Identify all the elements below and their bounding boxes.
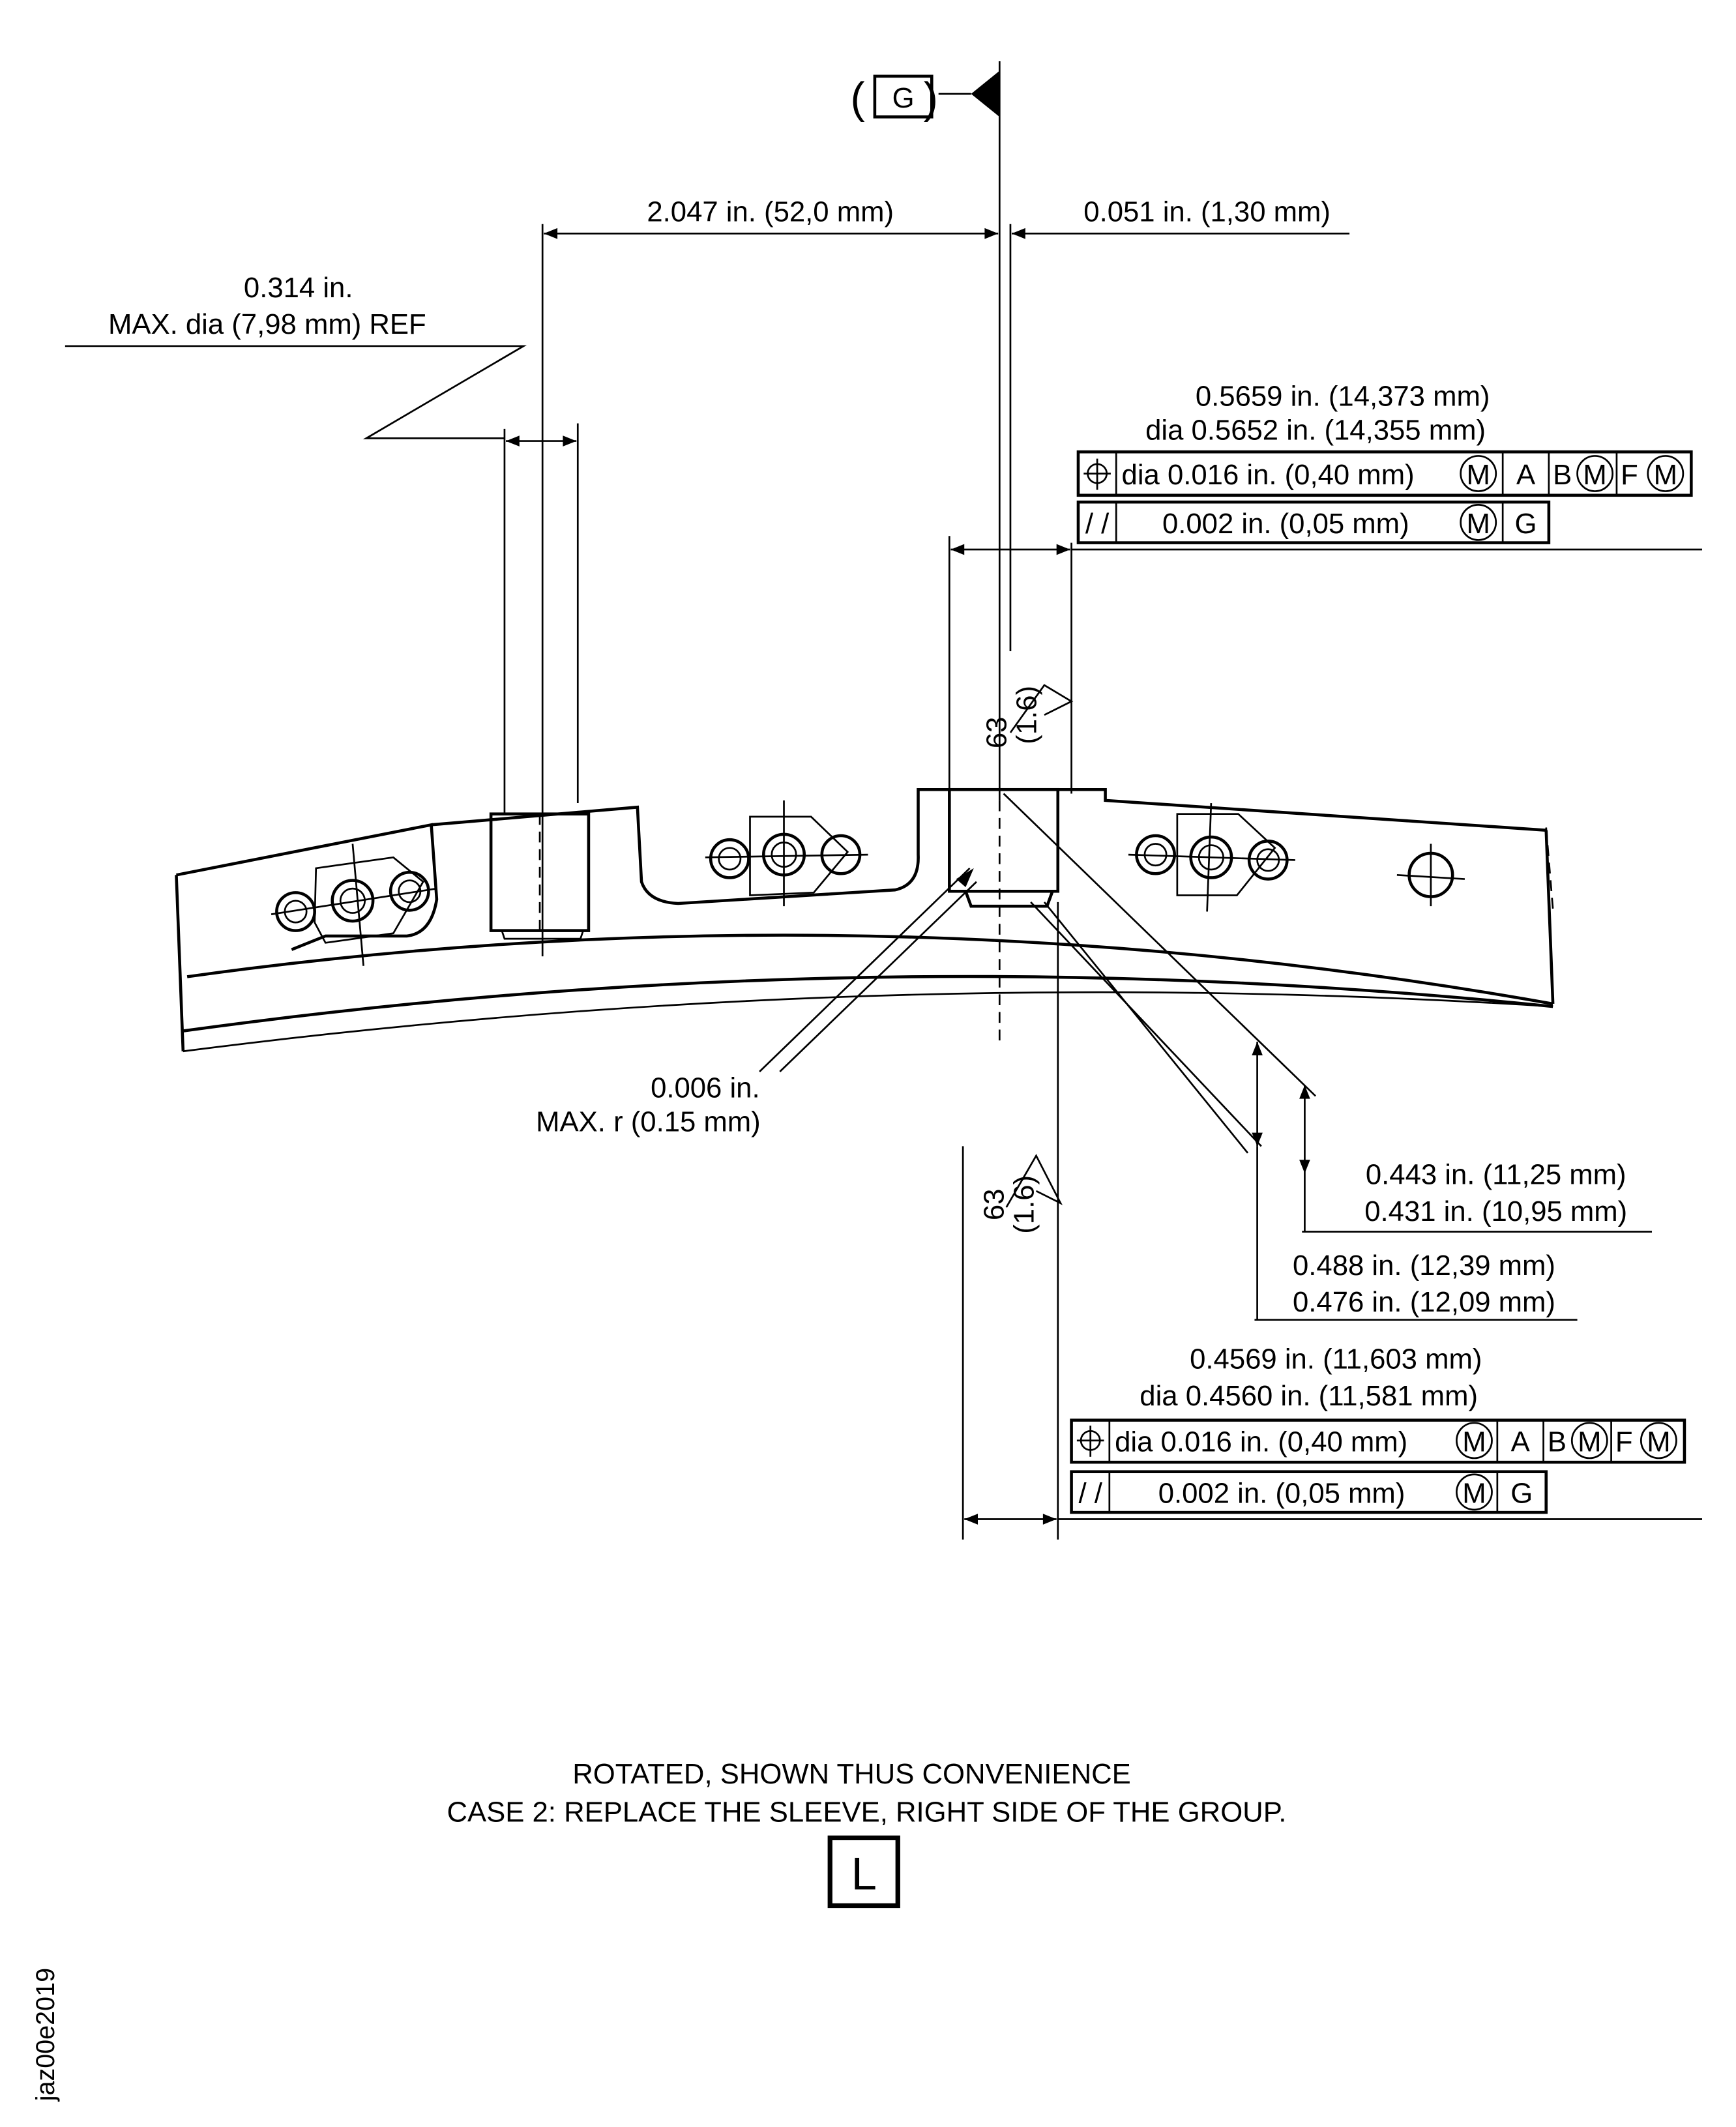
- svg-text:0.002 in. (0,05 mm): 0.002 in. (0,05 mm): [1158, 1478, 1405, 1510]
- svg-text:/ /: / /: [1085, 508, 1110, 540]
- depth-dimensions: 0.443 in. (11,25 mm) 0.431 in. (10,95 mm…: [1003, 793, 1653, 1321]
- upper-feature-control-frame: 0.5659 in. (14,373 mm) dia 0.5652 in. (1…: [948, 380, 1702, 868]
- svg-text:0.314 in.: 0.314 in.: [244, 272, 353, 304]
- svg-text:MAX. dia (7,98 mm) REF: MAX. dia (7,98 mm) REF: [108, 308, 426, 340]
- svg-text:L: L: [851, 1848, 877, 1900]
- svg-text:M: M: [1647, 1426, 1670, 1458]
- svg-text:CASE 2: REPLACE THE SLEEVE, R: CASE 2: REPLACE THE SLEEVE, RIGHT SIDE O…: [447, 1796, 1286, 1828]
- dimension-2047: 2.047 in. (52,0 mm): [541, 196, 999, 957]
- svg-text:0.5659 in. (14,373 mm): 0.5659 in. (14,373 mm): [1196, 380, 1490, 412]
- svg-text:B: B: [1553, 459, 1572, 491]
- svg-text:dia 0.016 in. (0,40 mm): dia 0.016 in. (0,40 mm): [1122, 459, 1415, 491]
- svg-text:dia 0.4560 in. (11,581 mm): dia 0.4560 in. (11,581 mm): [1140, 1380, 1478, 1412]
- svg-text:0.431 in. (10,95 mm): 0.431 in. (10,95 mm): [1364, 1196, 1627, 1227]
- svg-text:ROTATED, SHOWN THUS CONVENIENC: ROTATED, SHOWN THUS CONVENIENCE: [572, 1758, 1131, 1790]
- svg-text:(: (: [850, 74, 864, 123]
- svg-text:M: M: [1462, 1478, 1486, 1510]
- lower-feature-control-frame: 0.4569 in. (11,603 mm) dia 0.4560 in. (1…: [962, 902, 1702, 1540]
- svg-text:dia 0.016 in. (0,40 mm): dia 0.016 in. (0,40 mm): [1115, 1426, 1407, 1458]
- position-icon: [1076, 1425, 1104, 1457]
- svg-text:G: G: [892, 82, 915, 114]
- svg-text:M: M: [1467, 459, 1490, 491]
- datum-feature-g: ( G ): [850, 70, 1000, 123]
- svg-text:G: G: [1510, 1478, 1533, 1510]
- svg-text:MAX. r (0.15 mm): MAX. r (0.15 mm): [536, 1106, 761, 1138]
- svg-text:0.002 in. (0,05 mm): 0.002 in. (0,05 mm): [1162, 508, 1409, 540]
- surface-finish-lower: 63 (1.6): [978, 1154, 1063, 1234]
- svg-text:M: M: [1578, 1426, 1601, 1458]
- view-note: ROTATED, SHOWN THUS CONVENIENCE CASE 2: …: [447, 1758, 1286, 1909]
- svg-text:F: F: [1621, 459, 1638, 491]
- svg-text:dia 0.5652 in. (14,355 mm): dia 0.5652 in. (14,355 mm): [1145, 414, 1486, 446]
- svg-text:M: M: [1583, 459, 1606, 491]
- svg-text:M: M: [1654, 459, 1677, 491]
- svg-text:F: F: [1615, 1426, 1633, 1458]
- svg-text:): ): [924, 74, 938, 123]
- svg-text:A: A: [1516, 459, 1536, 491]
- svg-text:M: M: [1462, 1426, 1486, 1458]
- svg-text:/ /: / /: [1078, 1478, 1102, 1510]
- view-label-box: [827, 1835, 900, 1909]
- dimension-0051: 0.051 in. (1,30 mm): [1009, 196, 1350, 652]
- position-icon: [1083, 458, 1111, 490]
- radius-callout: 0.006 in. MAX. r (0.15 mm): [536, 867, 977, 1138]
- surface-finish-upper: 63 (1.6): [981, 684, 1074, 749]
- svg-text:0.006 in.: 0.006 in.: [651, 1072, 760, 1104]
- figure-id: jaz00e2019: [31, 1968, 60, 2102]
- svg-text:0.4569 in. (11,603 mm): 0.4569 in. (11,603 mm): [1190, 1343, 1482, 1375]
- svg-text:M: M: [1467, 508, 1490, 540]
- svg-text:0.051 in. (1,30 mm): 0.051 in. (1,30 mm): [1083, 196, 1331, 228]
- svg-text:0.443 in. (11,25 mm): 0.443 in. (11,25 mm): [1366, 1159, 1626, 1191]
- dimension-0314: 0.314 in. MAX. dia (7,98 mm) REF: [65, 272, 579, 814]
- svg-text:A: A: [1511, 1426, 1531, 1458]
- ring-segment: [175, 787, 1555, 1053]
- svg-text:0.488 in. (12,39 mm): 0.488 in. (12,39 mm): [1293, 1250, 1555, 1282]
- svg-text:B: B: [1548, 1426, 1567, 1458]
- svg-text:2.047 in. (52,0 mm): 2.047 in. (52,0 mm): [647, 196, 894, 228]
- svg-text:63: 63: [981, 717, 1013, 749]
- svg-text:G: G: [1515, 508, 1537, 540]
- svg-text:0.476 in. (12,09 mm): 0.476 in. (12,09 mm): [1293, 1286, 1555, 1318]
- svg-text:(1.6): (1.6): [1008, 1175, 1040, 1234]
- svg-text:63: 63: [978, 1189, 1010, 1221]
